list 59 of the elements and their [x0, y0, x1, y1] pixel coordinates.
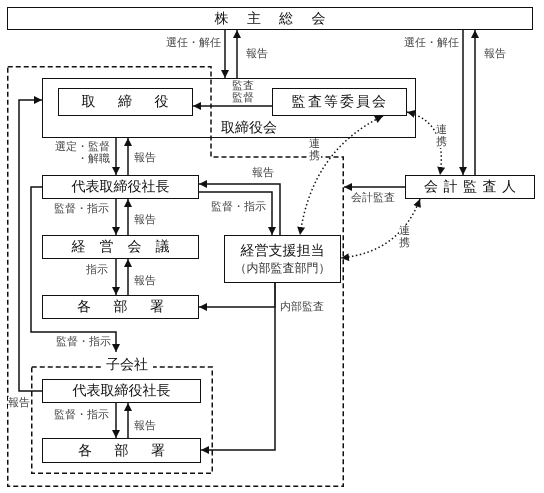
arrow: [124, 259, 132, 295]
edge-label: 会計監査: [351, 192, 395, 204]
board-box: [42, 78, 416, 138]
edge-label: 監査監督: [232, 80, 255, 104]
arrow: [459, 30, 467, 175]
process-box: 会計監査人: [405, 175, 535, 199]
edge-label: 連携: [436, 124, 448, 148]
process-box: 株主総会: [7, 7, 533, 30]
arrow: [193, 102, 272, 110]
process-box: 取締役: [58, 88, 192, 116]
arrow: [344, 183, 405, 191]
process-box: 代表取締役社長: [42, 379, 201, 403]
arrow: [30, 186, 120, 352]
edge-label: 選任・解任: [166, 37, 221, 49]
arrow: [471, 30, 479, 175]
board-title: 取締役会: [221, 119, 277, 137]
arrow: [124, 138, 132, 175]
dotted-arrow: [406, 110, 445, 176]
arrow: [233, 30, 241, 78]
edge-label: 報告: [484, 48, 506, 60]
edge-label: 選定・監督・解職: [54, 141, 110, 165]
process-box: 各部署: [42, 438, 201, 463]
arrow: [18, 96, 42, 392]
edge-label: 監督・指示: [56, 336, 111, 348]
arrow: [221, 30, 229, 78]
arrow: [199, 180, 281, 235]
unit-subtitle: （内部監査部門）: [234, 260, 330, 276]
process-box: 各部署: [42, 295, 199, 319]
edge-label: 監督・指示: [54, 409, 109, 421]
arrow: [199, 191, 276, 235]
edge-label: 報告: [134, 214, 156, 226]
arrow: [112, 199, 120, 235]
edge-label: 連携: [309, 138, 321, 162]
dotted-arrow: [340, 198, 421, 261]
arrow: [201, 283, 276, 454]
dotted-arrow: [297, 115, 384, 236]
arrow: [124, 199, 132, 235]
edge-label: 報告: [134, 152, 156, 164]
process-box: 経営会議: [42, 235, 199, 259]
edge-label: 連携: [399, 225, 411, 249]
edge-label: 選任・解任: [404, 37, 459, 49]
arrow: [124, 403, 132, 438]
arrow: [112, 403, 120, 438]
edge-label: 監督・指示: [211, 201, 266, 213]
edge-label: 報告: [8, 397, 30, 409]
edge-label: 報告: [134, 420, 156, 432]
process-box: [224, 235, 341, 283]
process-box: 監査等委員会: [272, 88, 406, 116]
group-heading: 子会社: [101, 356, 153, 374]
edge-label: 内部監査: [280, 301, 324, 313]
process-box: 代表取締役社長: [42, 175, 199, 199]
edge-label: 報告: [246, 48, 268, 60]
edge-label: 監督・指示: [54, 203, 109, 215]
edge-label: 報告: [252, 167, 274, 179]
unit-title: 経営支援担当: [240, 242, 324, 260]
edge-label: 指示: [86, 264, 108, 276]
arrow: [112, 138, 120, 175]
arrow: [112, 259, 120, 295]
edge-label: 報告: [134, 275, 156, 287]
